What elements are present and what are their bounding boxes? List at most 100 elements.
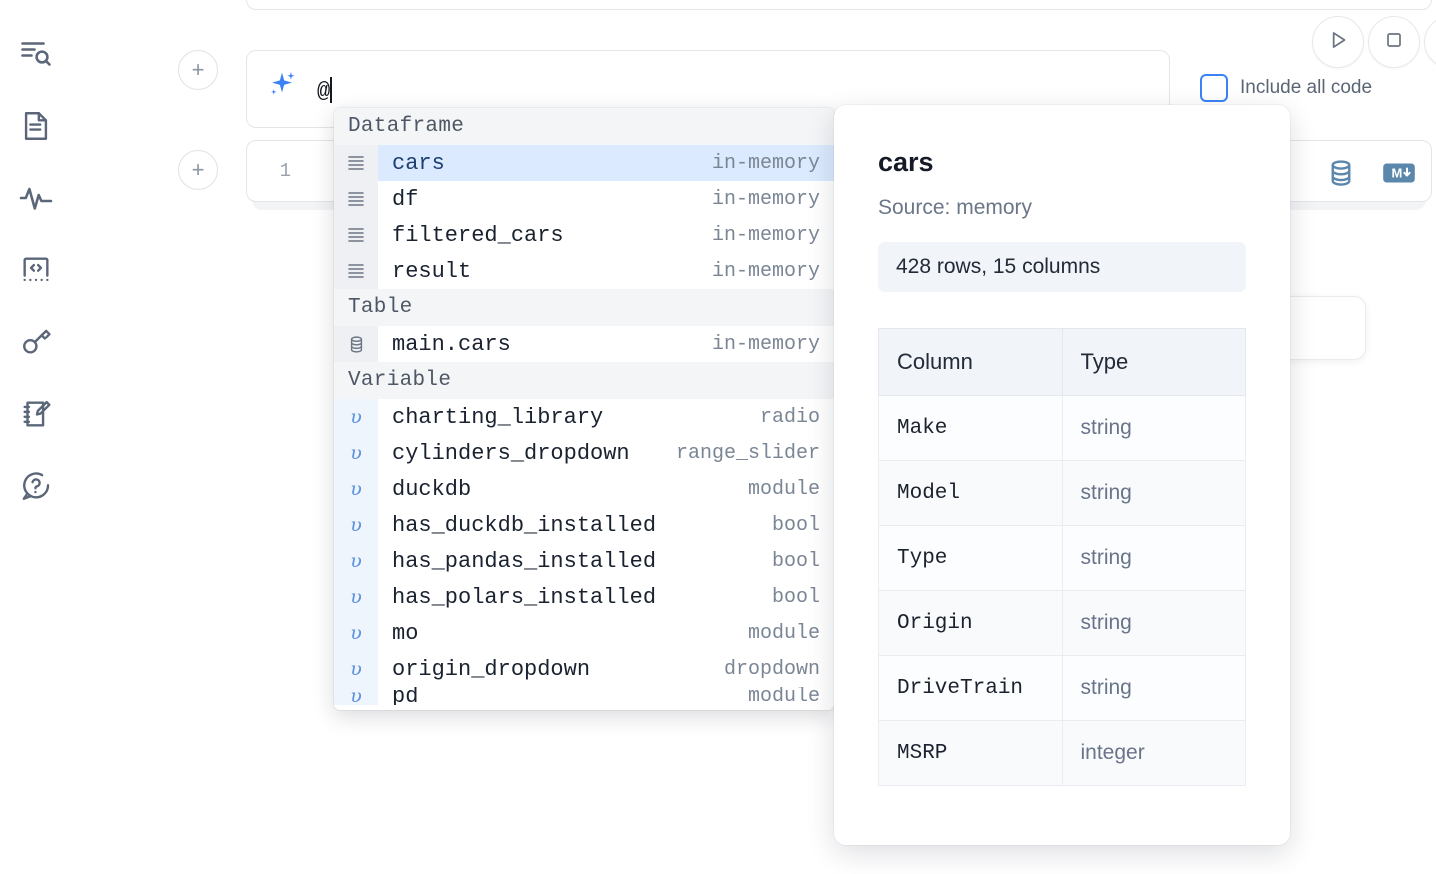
table-row: Make string	[878, 395, 1246, 461]
sidebar-item-key[interactable]	[10, 306, 62, 378]
dataframe-icon	[334, 145, 378, 181]
autocomplete-item-name: has_pandas_installed	[392, 548, 657, 574]
play-icon	[1325, 27, 1351, 58]
document-icon	[19, 109, 53, 143]
dataframe-icon	[334, 253, 378, 289]
autocomplete-item-name: filtered_cars	[392, 222, 564, 248]
table-row: MSRP integer	[878, 720, 1246, 786]
autocomplete-item[interactable]: filtered_cars in-memory	[334, 217, 834, 253]
autocomplete-item-name: cylinders_dropdown	[392, 440, 630, 466]
autocomplete-item-name: result	[392, 258, 472, 284]
autocomplete-item-type: in-memory	[711, 332, 820, 356]
cell-column-name: Origin	[878, 590, 1063, 656]
autocomplete-item-name: mo	[392, 620, 419, 646]
doc-schema-table: Column Type Make string Model string Typ…	[878, 328, 1246, 786]
sidebar-item-document[interactable]	[10, 90, 62, 162]
variable-icon: υ	[334, 399, 378, 435]
autocomplete-item-name: duckdb	[392, 476, 472, 502]
left-sidebar	[0, 0, 72, 874]
cell-column-name: Type	[878, 525, 1063, 591]
autocomplete-item[interactable]: υ mo module	[334, 615, 834, 651]
sidebar-item-outline-search[interactable]	[10, 18, 62, 90]
autocomplete-item-name: cars	[392, 150, 445, 176]
column-header-type: Type	[1061, 328, 1246, 396]
autocomplete-item-type: in-memory	[711, 259, 820, 283]
sidebar-item-notebook-edit[interactable]	[10, 378, 62, 450]
autocomplete-group-label: Dataframe	[334, 108, 834, 145]
autocomplete-item[interactable]: υ duckdb module	[334, 471, 834, 507]
cell-column-name: DriveTrain	[878, 655, 1063, 721]
cell-column-type: string	[1061, 590, 1246, 656]
cell-column-type: string	[1061, 655, 1246, 721]
autocomplete-item[interactable]: df in-memory	[334, 181, 834, 217]
run-button[interactable]	[1312, 16, 1364, 68]
autocomplete-item[interactable]: cars in-memory	[334, 145, 834, 181]
table-icon	[334, 326, 378, 362]
variable-icon: υ	[334, 543, 378, 579]
autocomplete-item[interactable]: υ origin_dropdown dropdown	[334, 651, 834, 687]
autocomplete-item-type: in-memory	[711, 187, 820, 211]
autocomplete-item-name: has_duckdb_installed	[392, 512, 657, 538]
autocomplete-item-name: df	[392, 186, 419, 212]
cell-column-name: Model	[878, 460, 1063, 526]
code-snippet-icon	[19, 253, 53, 287]
autocomplete-item-name: charting_library	[392, 404, 604, 430]
autocomplete-item[interactable]: main.cars in-memory	[334, 326, 834, 362]
previous-cell	[246, 0, 1432, 10]
help-chat-icon	[19, 469, 53, 503]
sidebar-item-help-chat[interactable]	[10, 450, 62, 522]
autocomplete-item-name: has_polars_installed	[392, 584, 657, 610]
table-row: Model string	[878, 460, 1246, 526]
column-header-column: Column	[878, 328, 1063, 396]
doc-shape-badge: 428 rows, 15 columns	[878, 242, 1246, 292]
markdown-icon[interactable]: M	[1382, 160, 1416, 191]
variable-icon: υ	[334, 579, 378, 615]
variable-icon: υ	[334, 615, 378, 651]
ai-prompt-value: @	[317, 79, 331, 104]
cell-column-type: string	[1061, 525, 1246, 591]
include-all-code-checkbox[interactable]	[1200, 74, 1228, 102]
add-cell-below-button[interactable]: +	[178, 150, 218, 190]
autocomplete-item-name: origin_dropdown	[392, 656, 591, 682]
autocomplete-group-label: Variable	[334, 362, 834, 399]
autocomplete-item[interactable]: result in-memory	[334, 253, 834, 289]
autocomplete-item[interactable]: υ cylinders_dropdown range_slider	[334, 435, 834, 471]
dataframe-icon	[334, 181, 378, 217]
autocomplete-item-type: in-memory	[711, 223, 820, 247]
variable-icon: υ	[334, 507, 378, 543]
autocomplete-item-name: pd	[392, 687, 419, 705]
cell-column-name: MSRP	[878, 720, 1063, 786]
dataframe-doc-panel: cars Source: memory 428 rows, 15 columns…	[834, 105, 1290, 845]
dataframe-icon	[334, 217, 378, 253]
key-icon	[19, 325, 53, 359]
autocomplete-item-type: bool	[771, 549, 820, 573]
autocomplete-item[interactable]: υ has_pandas_installed bool	[334, 543, 834, 579]
include-all-code-row[interactable]: Include all code	[1200, 74, 1372, 102]
autocomplete-item[interactable]: υ pd module	[334, 687, 834, 705]
table-row: Type string	[878, 525, 1246, 591]
autocomplete-dropdown[interactable]: Dataframe cars in-memory df in-memory	[334, 108, 834, 710]
table-row: DriveTrain string	[878, 655, 1246, 721]
stop-button[interactable]	[1368, 16, 1420, 68]
more-actions-button[interactable]	[1424, 16, 1436, 68]
autocomplete-item-type: module	[747, 687, 820, 705]
autocomplete-item[interactable]: υ has_polars_installed bool	[334, 579, 834, 615]
autocomplete-item[interactable]: υ charting_library radio	[334, 399, 834, 435]
add-cell-above-button[interactable]: +	[178, 50, 218, 90]
outline-search-icon	[18, 36, 54, 72]
table-row: Origin string	[878, 590, 1246, 656]
variable-icon: υ	[334, 435, 378, 471]
doc-title: cars	[878, 147, 934, 177]
variable-icon: υ	[334, 651, 378, 687]
autocomplete-item-type: dropdown	[723, 657, 820, 681]
ai-prompt-input[interactable]: @	[317, 73, 333, 104]
sparkles-icon	[265, 69, 299, 103]
autocomplete-item-type: module	[747, 621, 820, 645]
table-header-row: Column Type	[878, 328, 1246, 396]
database-icon[interactable]	[1326, 158, 1356, 193]
cell-column-type: string	[1061, 460, 1246, 526]
sidebar-item-activity[interactable]	[10, 162, 62, 234]
autocomplete-item-type: bool	[771, 513, 820, 537]
sidebar-item-code-snippet[interactable]	[10, 234, 62, 306]
autocomplete-item[interactable]: υ has_duckdb_installed bool	[334, 507, 834, 543]
